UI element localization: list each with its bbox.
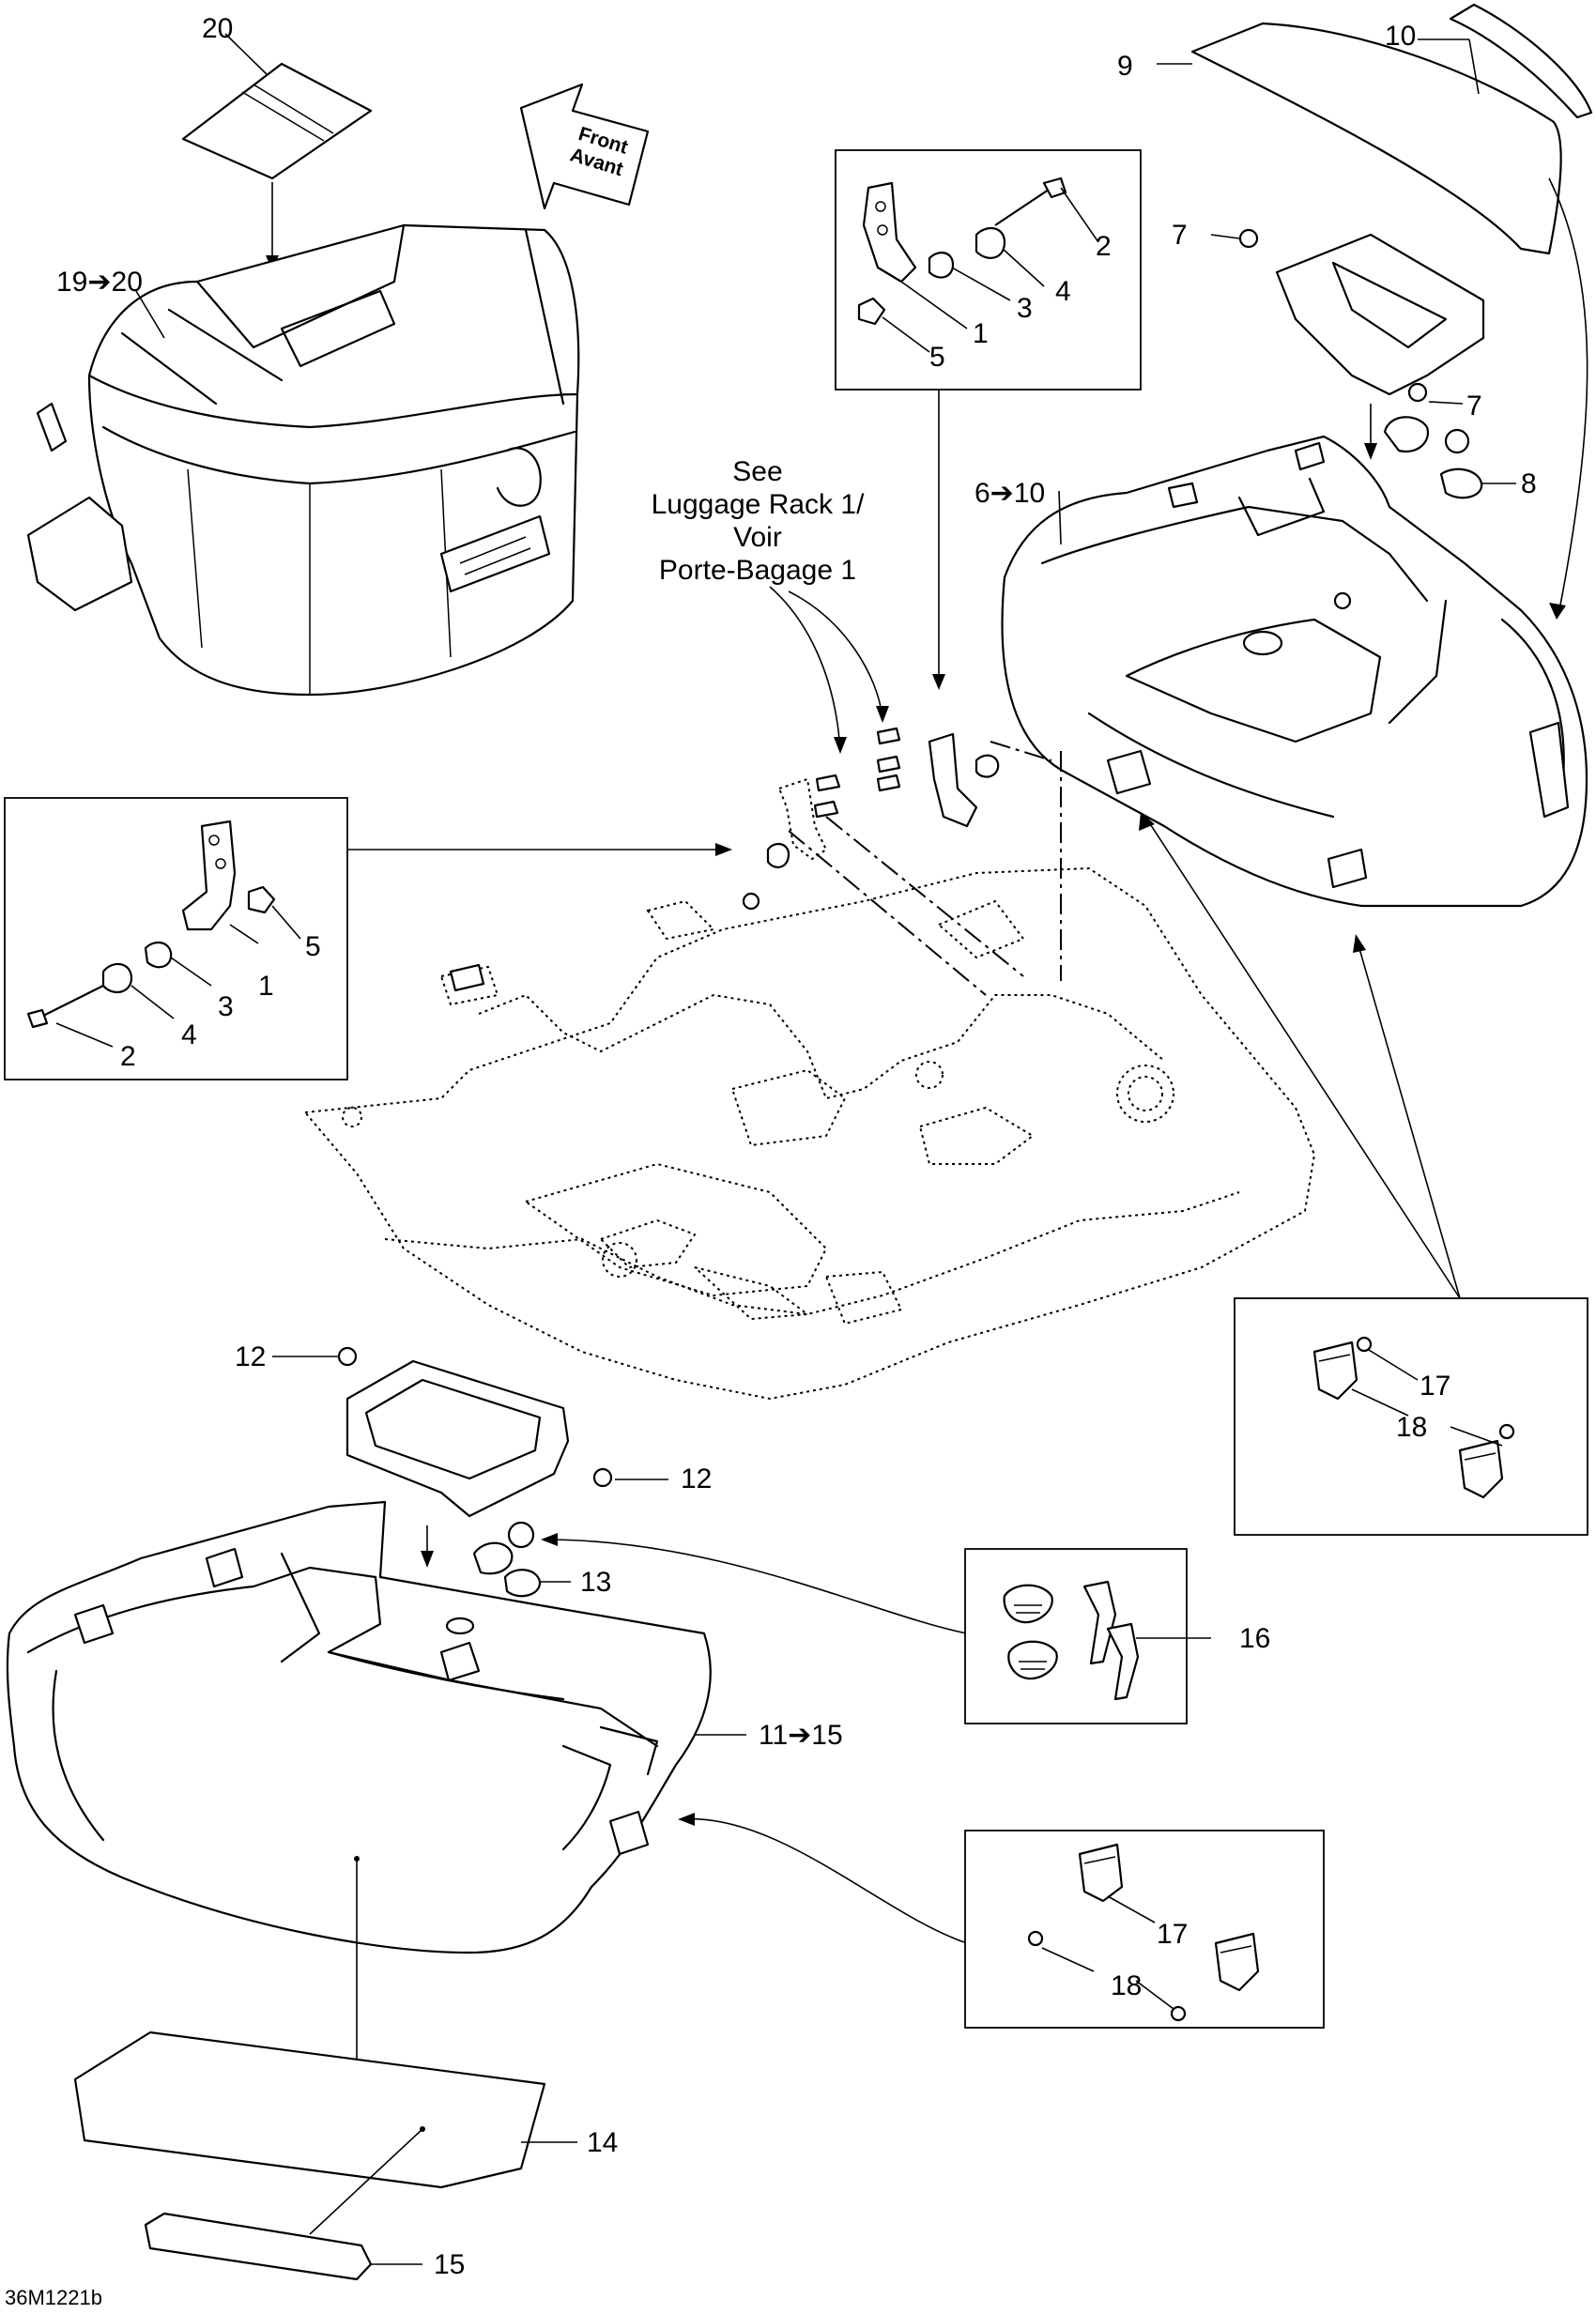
callout-box1-1: 1 — [973, 318, 989, 349]
callout-14: 14 — [587, 2127, 618, 2158]
callout-box1-2: 2 — [1096, 231, 1112, 262]
note-line-4: Porte-Bagage 1 — [659, 555, 856, 586]
callout-labels: 20 19➔20 10 9 7 7 8 6➔10 2 4 3 1 5 5 1 3… — [5, 13, 1537, 2309]
note-line-2: Luggage Rack 1/ — [652, 489, 865, 520]
callout-box3-17: 17 — [1420, 1371, 1450, 1402]
callout-6-10: 6➔10 — [974, 478, 1045, 509]
right-saddlebag-6-10 — [1001, 435, 1588, 908]
callout-box4-18: 18 — [1111, 1970, 1142, 2001]
front-direction-arrow: Front Avant — [519, 83, 650, 210]
note-line-3: Voir — [733, 522, 782, 553]
see-luggage-rack-note: See Luggage Rack 1/ Voir Porte-Bagage 1 — [652, 456, 889, 754]
latch-cover-12 — [272, 1346, 968, 1634]
detail-box-clips-right — [1139, 812, 1588, 1536]
callout-box2-2: 2 — [120, 1041, 136, 1072]
callout-12b: 12 — [681, 1463, 712, 1494]
drawing-code: 36M1221b — [5, 2286, 102, 2309]
callout-12a: 12 — [235, 1341, 266, 1372]
callout-13: 13 — [580, 1567, 611, 1598]
callout-9: 9 — [1117, 51, 1133, 82]
callout-11-15: 11➔15 — [759, 1720, 843, 1751]
decal-20 — [181, 33, 373, 270]
callout-box2-1: 1 — [258, 971, 274, 1002]
callout-8: 8 — [1521, 468, 1537, 499]
lid-9-decal-10 — [1157, 3, 1593, 620]
decal-14-15 — [73, 2030, 577, 2281]
callout-box2-4: 4 — [181, 1019, 197, 1050]
callout-19-20: 19➔20 — [56, 267, 143, 298]
note-line-1: See — [732, 456, 782, 487]
callout-box1-4: 4 — [1055, 276, 1071, 307]
callout-15: 15 — [434, 2249, 465, 2280]
callout-16: 16 — [1239, 1623, 1270, 1654]
callout-box1-3: 3 — [1017, 293, 1033, 324]
callout-7a: 7 — [1172, 220, 1188, 251]
luggage-frame-dotted — [303, 727, 1316, 1401]
top-case-19-20 — [26, 223, 580, 697]
callout-20-top: 20 — [202, 13, 233, 44]
left-saddlebag-11-15 — [6, 1500, 968, 2061]
callout-7b: 7 — [1466, 391, 1482, 421]
callout-box2-3: 3 — [218, 991, 234, 1022]
callout-10-top: 10 — [1385, 21, 1416, 52]
detail-box-latch-upper — [835, 149, 1142, 690]
detail-box-clips-lower — [964, 1830, 1325, 2029]
callout-box2-5: 5 — [305, 931, 321, 962]
detail-box-latch-left — [4, 797, 732, 1080]
callout-box1-5: 5 — [929, 342, 945, 373]
callout-box3-18: 18 — [1396, 1412, 1427, 1443]
latch-cover-7-8 — [1210, 228, 1516, 499]
detail-box-lock-16 — [964, 1548, 1211, 1724]
callout-box4-17: 17 — [1157, 1919, 1188, 1950]
